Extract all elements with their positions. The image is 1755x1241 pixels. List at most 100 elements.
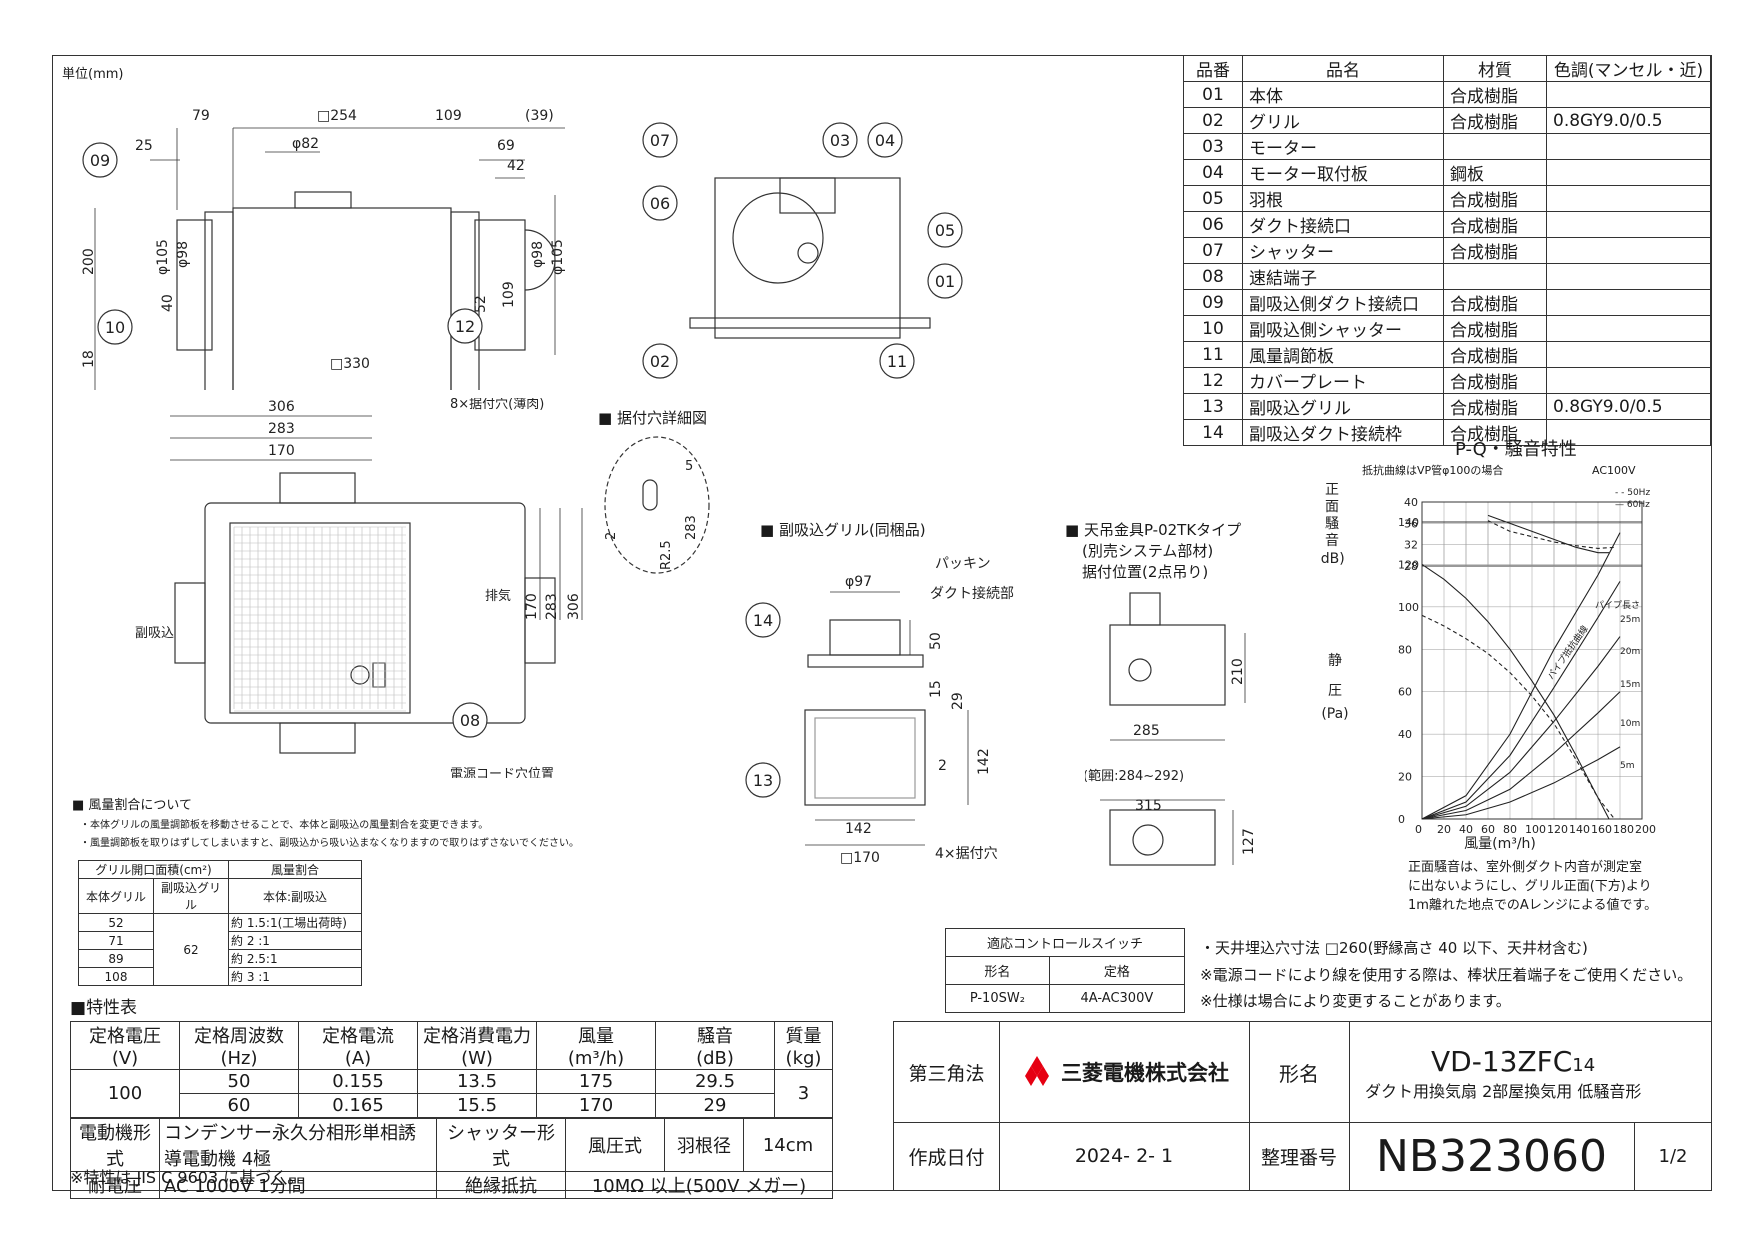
pressure-tick-label: 0 bbox=[1398, 813, 1405, 826]
part-material bbox=[1443, 133, 1547, 160]
dim-254: □254 bbox=[317, 108, 357, 124]
pq-note-1: 正面騒音は、室外側ダクト内音が測定室 bbox=[1408, 860, 1643, 875]
part-name: 副吸込側シャッター bbox=[1242, 315, 1444, 342]
part-name: 羽根 bbox=[1242, 185, 1444, 212]
noise-axis-2: 面 bbox=[1325, 499, 1339, 515]
spec-blade-value: 14cm bbox=[743, 1118, 833, 1172]
spec-r1-noise: 29.5 bbox=[655, 1069, 775, 1094]
pipe-20m: 20m bbox=[1620, 647, 1640, 657]
part-name: シャッター bbox=[1242, 237, 1444, 264]
part-name: 風量調節板 bbox=[1242, 341, 1444, 368]
spec-mass: 3 bbox=[774, 1069, 833, 1118]
callout-circle-12 bbox=[447, 308, 483, 344]
drawing-frame bbox=[52, 55, 1712, 1191]
part-name: モーター bbox=[1242, 133, 1444, 160]
noise-tick-label: 40 bbox=[1404, 496, 1418, 509]
spec-extra-table: 電動機形式 コンデンサー永久分相形単相誘導電動機 4極 シャッター形式 風圧式 … bbox=[70, 1118, 833, 1199]
grille-dim-170: □170 bbox=[840, 850, 880, 866]
spec-h-mass: 質量 bbox=[785, 1026, 822, 1047]
part-name: 副吸込側ダクト接続口 bbox=[1242, 289, 1444, 316]
noise-axis-4: 音 bbox=[1325, 532, 1339, 549]
company-cell: 三菱電機株式会社 bbox=[999, 1022, 1250, 1123]
pressure-tick-label: 140 bbox=[1398, 516, 1419, 529]
noise-tick-label: 36 bbox=[1404, 517, 1418, 530]
spec-r1-freq: 50 bbox=[179, 1069, 299, 1094]
spec-h-flow: 風量 bbox=[578, 1026, 614, 1047]
resistance-curve-label: パイプ抵抗曲線 bbox=[1545, 623, 1591, 682]
spec-insulation-value: 10MΩ 以上(500V メガー) bbox=[565, 1171, 833, 1199]
noise-series-50hz bbox=[1487, 520, 1615, 549]
ratio-header-area: グリル開口面積(cm²) bbox=[78, 860, 229, 879]
plan-grille bbox=[229, 522, 411, 714]
x-tick-label: 20 bbox=[1437, 823, 1451, 836]
grille-label-packing: パッキン bbox=[935, 556, 991, 572]
spec-footnote: ※特性は JIS C 9603 に基づく。 bbox=[70, 1168, 304, 1187]
dim-40: 40 bbox=[160, 294, 176, 312]
x-tick-label: 200 bbox=[1635, 823, 1656, 836]
part-material: 合成樹脂 bbox=[1443, 419, 1547, 446]
model-number: VD-13ZFC14 bbox=[1431, 1045, 1596, 1078]
hole-dim-283: 283 bbox=[684, 515, 699, 540]
plan-label-sub-intake: 副吸込 bbox=[135, 626, 174, 641]
part-material: 合成樹脂 bbox=[1443, 237, 1547, 264]
sub-grille-title: ■ 副吸込グリル(同梱品) bbox=[760, 521, 926, 539]
noise-series-60hz bbox=[1487, 514, 1609, 554]
pressure-series-25m bbox=[1421, 532, 1621, 820]
front-left-duct bbox=[176, 219, 213, 351]
part-material bbox=[1443, 263, 1547, 290]
x-tick-label: 60 bbox=[1481, 823, 1495, 836]
callout-08: 08 bbox=[460, 711, 480, 730]
part-name: グリル bbox=[1242, 107, 1444, 134]
ctrl-model: P-10SW₂ bbox=[945, 984, 1050, 1013]
pressure-axis-1: 静 bbox=[1328, 653, 1342, 669]
pressure-series-15m bbox=[1421, 636, 1621, 820]
company-name: 三菱電機株式会社 bbox=[1061, 1061, 1229, 1085]
spec-insulation-label: 絶縁抵抗 bbox=[436, 1171, 566, 1199]
spec-u-mass: (kg) bbox=[785, 1048, 822, 1069]
part-no: 02 bbox=[1183, 107, 1243, 134]
ctrl-col2: 定格 bbox=[1048, 956, 1186, 985]
grille-dim-2: 2 bbox=[938, 758, 947, 774]
model-cell: VD-13ZFC14 ダクト用換気扇 2部屋換気用 低騒音形 bbox=[1349, 1022, 1712, 1123]
page-number: 1/2 bbox=[1658, 1145, 1688, 1167]
part-no: 07 bbox=[1183, 237, 1243, 264]
airflow-ratio-title: ■ 風量割合について bbox=[72, 798, 193, 813]
section-view-drawing: 07 03 04 06 05 01 02 11 bbox=[642, 122, 963, 379]
ratio-header-sub: 副吸込グリル bbox=[153, 878, 229, 914]
part-material: 鋼板 bbox=[1443, 159, 1547, 186]
hanger-title: ■ 天吊金具P-02TKタイプ bbox=[1065, 521, 1242, 539]
part-color bbox=[1546, 419, 1711, 446]
ctrl-col1: 形名 bbox=[945, 956, 1050, 985]
legend-60hz: — 60Hz bbox=[1615, 500, 1650, 510]
plan-terminal bbox=[350, 665, 370, 685]
callout-01: 01 bbox=[935, 272, 955, 291]
part-no: 12 bbox=[1183, 367, 1243, 394]
spec-table: 定格電圧(V) 定格周波数(Hz) 定格電流(A) 定格消費電力(W) 風量(m… bbox=[70, 1021, 833, 1118]
pressure-plot-frame bbox=[1421, 521, 1643, 820]
pq-note-3: 1m離れた地点でのAレンジによる値です。 bbox=[1408, 898, 1658, 913]
pipe-10m: 10m bbox=[1620, 719, 1640, 729]
spec-u-voltage: (V) bbox=[111, 1048, 139, 1069]
ratio-row-4-value: 約 3 :1 bbox=[228, 967, 362, 986]
pipe-25m: 25m bbox=[1620, 615, 1640, 625]
part-no: 10 bbox=[1183, 315, 1243, 342]
part-no: 04 bbox=[1183, 159, 1243, 186]
callout-06: 06 bbox=[650, 194, 670, 213]
part-no: 06 bbox=[1183, 211, 1243, 238]
dim-330: □330 bbox=[330, 356, 370, 372]
front-right-duct bbox=[474, 219, 526, 351]
front-view-drawing: 79 □254 109 (39) 25 φ82 69 42 □330 200 φ… bbox=[81, 108, 566, 390]
part-material: 合成樹脂 bbox=[1443, 211, 1547, 238]
x-tick-label: 160 bbox=[1591, 823, 1612, 836]
part-material: 合成樹脂 bbox=[1443, 393, 1547, 420]
pipe-15m: 15m bbox=[1620, 680, 1640, 690]
dim-39: (39) bbox=[525, 108, 554, 124]
dim-phi105-right: φ105 bbox=[550, 239, 566, 275]
noise-series bbox=[1487, 514, 1615, 554]
pipe-length-label: パイプ長さ bbox=[1595, 600, 1640, 611]
drawing-number: NB323060 bbox=[1349, 1122, 1635, 1190]
